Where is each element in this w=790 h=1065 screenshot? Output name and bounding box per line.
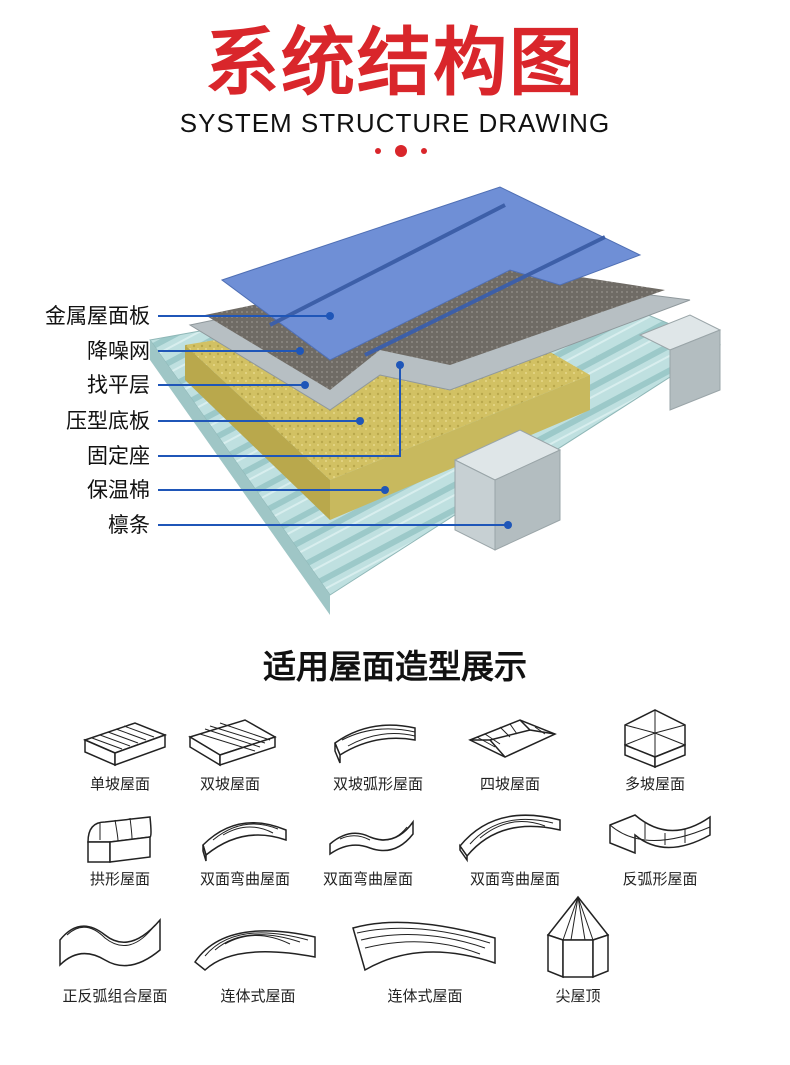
layer-label-insulation: 保温棉 [87,478,150,502]
layer-label-base-plate: 压型底板 [66,409,150,433]
title-dots [371,145,431,157]
conjoined-roof-icon-2 [345,908,505,973]
shape-label-conjoined-2: 连体式屋面 [387,987,463,1005]
double-curved-roof-icon-1 [198,815,293,865]
dot-right [421,148,427,154]
leader-lines [158,315,508,526]
shape-label-double-slope: 双坡屋面 [199,775,260,793]
four-slope-roof-icon [465,712,560,767]
dot-left [375,148,381,154]
layer-label-purlin: 檩条 [108,513,150,537]
shape-label-conjoined-1: 连体式屋面 [220,987,296,1005]
leader-dots [296,312,512,529]
shape-label-double-slope-arc: 双坡弧形屋面 [332,775,423,793]
reverse-arc-roof-icon [605,805,715,863]
shape-label-reverse-arc: 反弧形屋面 [622,870,698,888]
shape-label-double-curved-3: 双面弯曲屋面 [469,870,560,888]
conjoined-roof-icon-1 [190,912,325,972]
pointed-roof-icon [543,895,613,980]
layer-label-metal-roof-panel: 金属屋面板 [45,304,150,328]
page-subtitle-en: SYSTEM STRUCTURE DRAWING [179,108,611,138]
shape-label-combined-arc: 正反弧组合屋面 [62,987,168,1005]
structure-diagram: 金属屋面板 降噪网 找平层 压型底板 固定座 保温棉 檩条 [0,175,790,615]
layer-label-fixing-seat: 固定座 [87,444,150,468]
shape-label-double-curved-2: 双面弯曲屋面 [322,870,413,888]
page-title: 系统结构图 [205,20,585,106]
double-curved-roof-icon-2 [325,812,420,862]
double-curved-roof-icon-3 [455,808,565,863]
showcase-title: 适用屋面造型展示 [263,647,527,686]
shape-label-single-slope: 单坡屋面 [89,775,150,793]
single-slope-roof-icon [80,715,170,770]
shape-label-four-slope: 四坡屋面 [479,775,540,793]
roof-layers-illustration [149,186,722,615]
shape-label-double-curved-1: 双面弯曲屋面 [199,870,290,888]
layer-label-leveling: 找平层 [87,373,150,397]
double-slope-arc-roof-icon [330,718,425,768]
shape-label-arched: 拱形屋面 [89,870,150,888]
double-slope-roof-icon [185,715,280,770]
dot-center [395,145,407,157]
combined-arc-roof-icon [55,910,165,975]
layer-label-noise-mesh: 降噪网 [87,339,150,363]
shape-label-multi-slope: 多坡屋面 [624,775,685,793]
arched-roof-icon [80,812,160,867]
multi-slope-roof-icon [615,705,695,770]
shape-label-pointed: 尖屋顶 [555,987,601,1005]
